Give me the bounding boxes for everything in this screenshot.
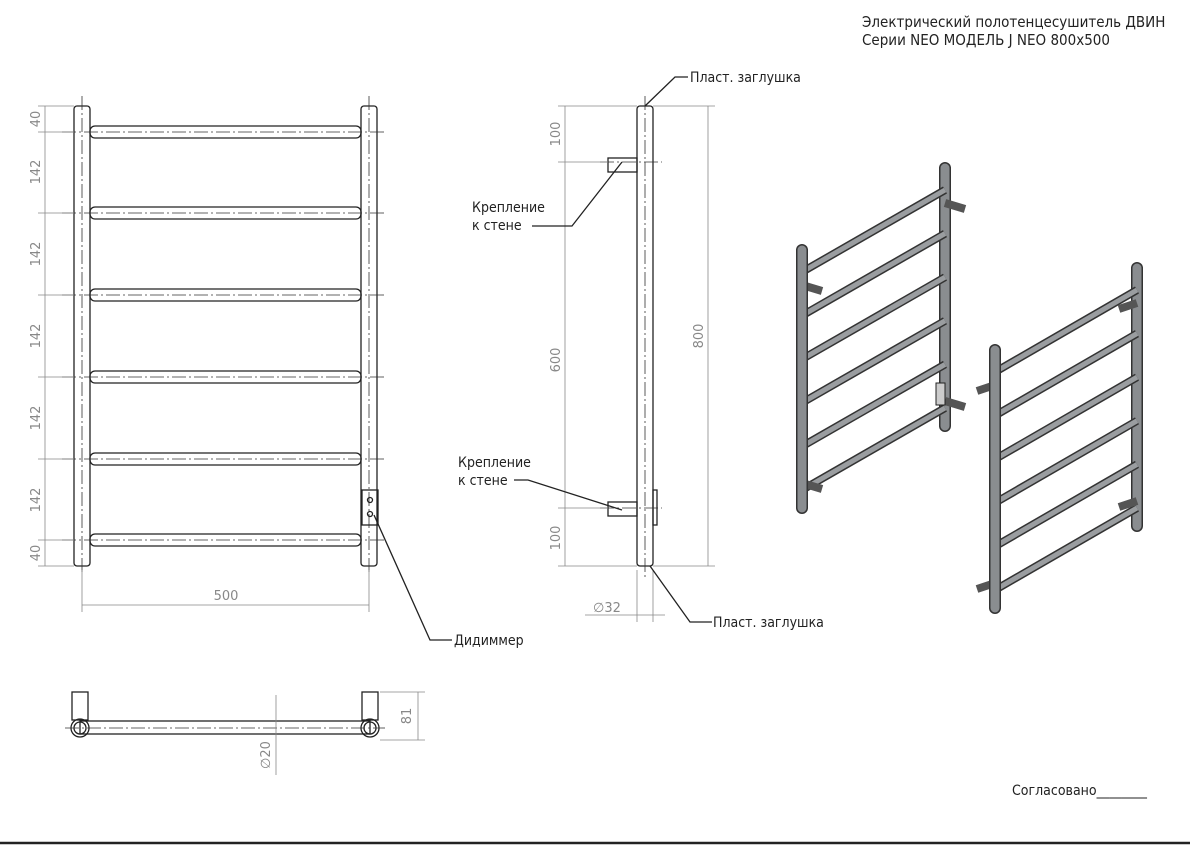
side-dim-middle: 600: [549, 348, 564, 373]
mount-bottom-label-2: к стене: [458, 473, 508, 489]
iso-bracket: [1117, 497, 1139, 511]
mount-top-label-1: Крепление: [472, 200, 545, 216]
side-dim-top: 100: [549, 122, 564, 147]
dim-label-5: 142: [29, 488, 44, 513]
side-diameter-label: ∅32: [593, 601, 621, 616]
front-view: 40 142 142 142 142 142 40 500 Дидиммер: [29, 96, 524, 649]
iso-bracket: [943, 199, 967, 213]
title-line-2: Серии NEO МОДЕЛЬ J NEO 800x500: [862, 31, 1110, 49]
side-dim-bottom: 100: [549, 526, 564, 551]
side-dim-total: 800: [692, 324, 707, 349]
iso-bracket: [1117, 299, 1139, 313]
mount-top-label-2: к стене: [472, 218, 522, 234]
dim-label-0: 40: [29, 111, 44, 128]
top-view: ∅20 81: [65, 691, 425, 775]
side-view: 100 600 100 800 ∅32 Пласт. заглушка Плас…: [458, 70, 824, 631]
mount-bottom-label-1: Крепление: [458, 455, 531, 471]
dim-label-6: 40: [29, 545, 44, 562]
iso-bracket: [943, 397, 967, 411]
top-cap-label: Пласт. заглушка: [690, 70, 801, 86]
dim-label-3: 142: [29, 324, 44, 349]
top-diameter-label: ∅20: [259, 741, 274, 769]
dim-label-2: 142: [29, 242, 44, 267]
depth-dim-label: 81: [400, 708, 415, 725]
width-dim-label: 500: [214, 589, 239, 604]
isometric-views: [796, 162, 1143, 614]
dim-label-1: 142: [29, 160, 44, 185]
dimmer-label: Дидиммер: [454, 633, 524, 649]
dimmer-box: [361, 489, 379, 526]
iso-dimmer: [935, 382, 946, 406]
approval-label: Согласовано________: [1012, 783, 1148, 799]
title-line-1: Электрический полотенцесушитель ДВИН: [862, 13, 1165, 31]
bottom-cap-label: Пласт. заглушка: [713, 615, 824, 631]
dim-label-4: 142: [29, 406, 44, 431]
